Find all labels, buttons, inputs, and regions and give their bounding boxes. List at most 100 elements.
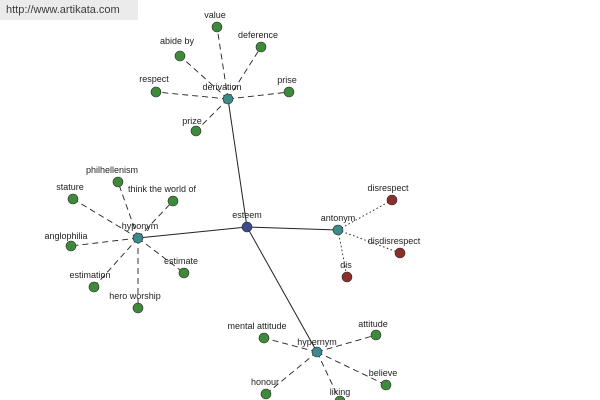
edge-derivation-abide_by [179, 55, 229, 100]
node-label-estimation: estimation [69, 270, 110, 280]
node-label-disrespect: disrespect [367, 183, 409, 193]
node-dot-antonym[interactable] [332, 224, 344, 236]
node-dot-esteem[interactable] [241, 221, 253, 233]
node-stature[interactable]: stature [56, 182, 84, 205]
node-label-hypernym: hypernym [297, 337, 337, 347]
node-dot-deference[interactable] [255, 41, 267, 53]
nodes-layer: esteem derivation hyponym antonym hypernym va… [44, 10, 421, 400]
node-dot-dis[interactable] [341, 271, 353, 283]
node-value[interactable]: value [204, 10, 226, 33]
node-label-prize: prize [182, 116, 202, 126]
node-label-esteem: esteem [232, 210, 262, 220]
node-think-the-world-of[interactable]: think the world of [128, 184, 197, 207]
node-estimation[interactable]: estimation [69, 270, 111, 293]
node-label-derivation: derivation [202, 82, 241, 92]
edge-esteem-derivation [227, 98, 248, 228]
node-label-dis: dis [340, 260, 352, 270]
edge-hyponym-anglophilia [70, 237, 139, 247]
node-disdisrespect[interactable]: disdisrespect [368, 236, 421, 259]
edge-derivation-deference [227, 46, 262, 100]
node-dot-hyponym[interactable] [132, 232, 144, 244]
node-label-philhellenism: philhellenism [86, 165, 138, 175]
node-dot-estimate[interactable] [178, 267, 190, 279]
edge-derivation-value [216, 26, 229, 100]
node-label-prise: prise [277, 75, 297, 85]
node-dot-estimation[interactable] [88, 281, 100, 293]
node-esteem[interactable]: esteem [232, 210, 262, 233]
node-label-hero-worship: hero worship [109, 291, 161, 301]
edge-hyponym-stature [72, 198, 139, 239]
node-label-respect: respect [139, 74, 169, 84]
node-dis[interactable]: dis [340, 260, 353, 283]
node-label-estimate: estimate [164, 256, 198, 266]
node-anglophilia[interactable]: anglophilia [44, 231, 88, 252]
node-label-hyponym: hyponym [122, 221, 159, 231]
node-attitude[interactable]: attitude [358, 319, 388, 341]
node-mental-attitude[interactable]: mental attitude [227, 321, 287, 344]
node-dot-mental-attitude[interactable] [258, 332, 270, 344]
node-derivation[interactable]: derivation [202, 82, 242, 105]
node-dot-derivation[interactable] [222, 93, 234, 105]
node-dot-hero-worship[interactable] [132, 302, 144, 314]
edge-hypernym-liking [316, 351, 341, 400]
node-hero-worship[interactable]: hero worship [109, 291, 161, 314]
edges-layer [70, 26, 401, 400]
node-respect[interactable]: respect [139, 74, 169, 98]
node-honour[interactable]: honour [251, 377, 279, 400]
node-hypernym[interactable]: hypernym [297, 337, 337, 358]
node-dot-hypernym[interactable] [311, 346, 323, 358]
node-dot-prize[interactable] [190, 125, 202, 137]
edge-antonym-disdisrespect [337, 229, 401, 254]
edge-hypernym-honour [265, 351, 318, 395]
node-label-abide-by: abide by [160, 36, 195, 46]
node-dot-honour[interactable] [260, 388, 272, 400]
node-hyponym[interactable]: hyponym [122, 221, 159, 244]
node-label-mental-attitude: mental attitude [227, 321, 286, 331]
node-dot-abide-by[interactable] [174, 50, 186, 62]
edge-hypernym-mental_attitude [263, 337, 318, 353]
edge-hypernym-believe [316, 351, 387, 386]
node-abide-by[interactable]: abide by [160, 36, 195, 62]
edge-derivation-respect [155, 91, 229, 100]
node-label-disdisrespect: disdisrespect [368, 236, 421, 246]
node-believe[interactable]: believe [369, 368, 398, 391]
edge-hyponym-think_the_world_of [137, 200, 174, 239]
node-estimate[interactable]: estimate [164, 256, 198, 279]
node-label-honour: honour [251, 377, 279, 387]
node-dot-respect[interactable] [150, 86, 162, 98]
node-dot-stature[interactable] [67, 193, 79, 205]
node-label-liking: liking [330, 387, 351, 397]
node-liking[interactable]: liking [330, 387, 351, 400]
node-dot-prise[interactable] [283, 86, 295, 98]
node-label-anglophilia: anglophilia [44, 231, 87, 241]
node-philhellenism[interactable]: philhellenism [86, 165, 138, 188]
edge-derivation-prize [195, 98, 229, 132]
watermark-url: http://www.artikata.com [0, 0, 138, 20]
node-label-stature: stature [56, 182, 84, 192]
node-dot-philhellenism[interactable] [112, 176, 124, 188]
node-label-believe: believe [369, 368, 398, 378]
node-label-antonym: antonym [321, 213, 356, 223]
node-dot-disdisrespect[interactable] [394, 247, 406, 259]
node-prise[interactable]: prise [277, 75, 297, 98]
node-dot-believe[interactable] [380, 379, 392, 391]
edge-hyponym-estimation [93, 237, 139, 288]
node-dot-attitude[interactable] [370, 329, 382, 341]
node-deference[interactable]: deference [238, 30, 278, 53]
edge-esteem-hyponym [137, 226, 248, 239]
node-dot-disrespect[interactable] [386, 194, 398, 206]
node-prize[interactable]: prize [182, 116, 202, 137]
edge-derivation-prise [227, 91, 290, 100]
node-dot-think-the-world-of[interactable] [167, 195, 179, 207]
node-dot-liking[interactable] [334, 395, 346, 400]
node-dot-anglophilia[interactable] [65, 240, 77, 252]
edge-hypernym-attitude [316, 334, 377, 353]
node-dot-value[interactable] [211, 21, 223, 33]
node-label-deference: deference [238, 30, 278, 40]
node-label-value: value [204, 10, 226, 20]
node-disrespect[interactable]: disrespect [367, 183, 409, 206]
edge-esteem-hypernym [246, 226, 318, 353]
node-label-attitude: attitude [358, 319, 388, 329]
node-antonym[interactable]: antonym [321, 213, 356, 236]
